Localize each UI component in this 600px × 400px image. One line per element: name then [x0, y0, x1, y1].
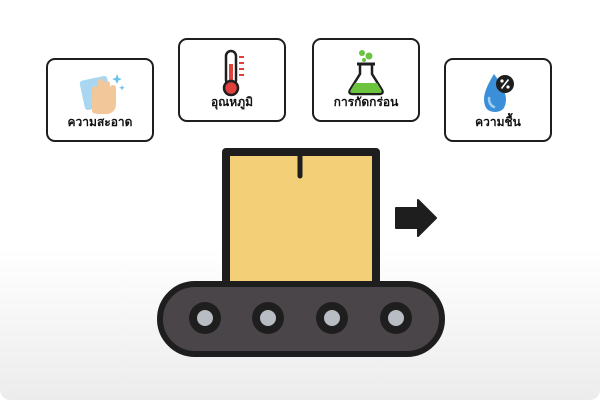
clean-hand-icon — [48, 68, 152, 114]
cleanliness-label: ความสะอาด — [67, 115, 133, 129]
humidity-label: ความชื้น — [475, 115, 521, 129]
humidity-drop-icon — [446, 68, 550, 112]
temperature-label: อุณหภูมิ — [210, 95, 254, 109]
right-arrow-icon — [395, 199, 437, 237]
temperature-card: อุณหภูมิ — [178, 38, 286, 122]
cardboard-box — [222, 148, 380, 290]
corrosion-card: การกัดกร่อน — [312, 38, 420, 122]
thermometer-icon — [180, 48, 284, 97]
cleanliness-card: ความสะอาด — [46, 58, 154, 142]
flask-icon — [314, 48, 418, 96]
conveyor-belt — [157, 281, 445, 357]
humidity-card: ความชื้น — [444, 58, 552, 142]
corrosion-label: การกัดกร่อน — [333, 95, 399, 109]
